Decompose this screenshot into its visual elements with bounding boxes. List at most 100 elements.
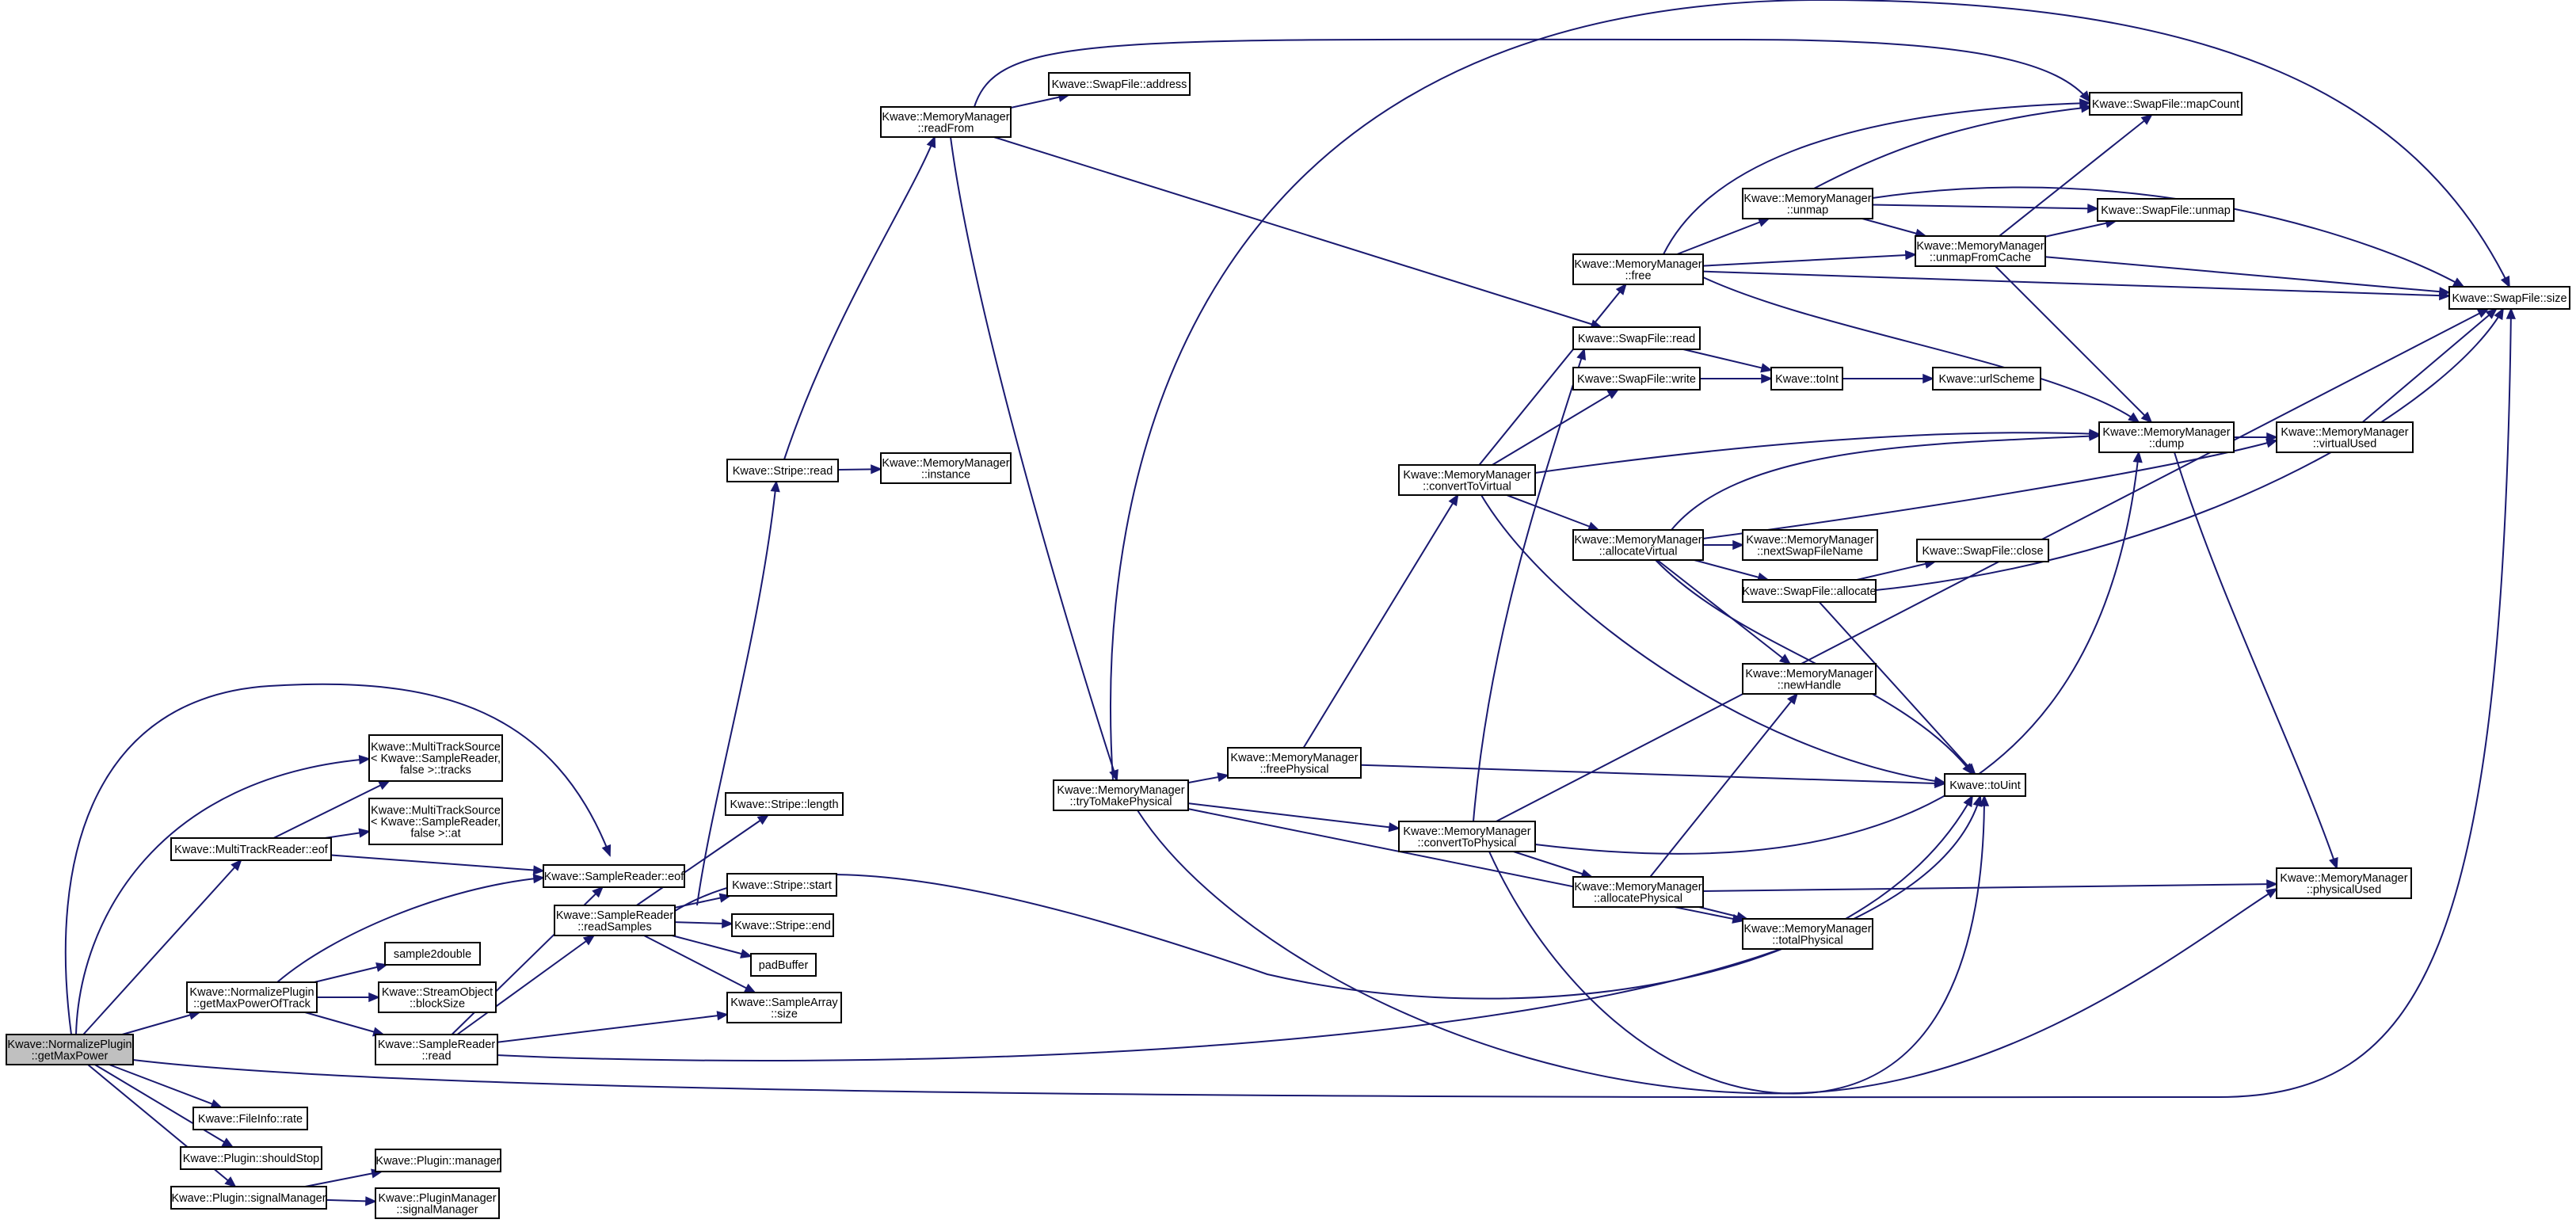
node-convertToVirtual[interactable]: Kwave::MemoryManager::convertToVirtual xyxy=(1398,464,1536,496)
node-label: Kwave::SwapFile::read xyxy=(1578,333,1695,345)
node-box xyxy=(2097,198,2235,222)
node-toUint[interactable]: Kwave::toUint xyxy=(1944,773,2026,797)
node-getMaxPower[interactable]: Kwave::NormalizePlugin::getMaxPower xyxy=(6,1034,134,1065)
node-label: Kwave::MemoryManager xyxy=(2102,426,2230,439)
node-stripe-end[interactable]: Kwave::Stripe::end xyxy=(731,913,834,937)
edge-arrowhead xyxy=(221,1137,234,1149)
node-sf-close[interactable]: Kwave::SwapFile::close xyxy=(1916,539,2049,562)
node-shouldStop[interactable]: Kwave::Plugin::shouldStop xyxy=(180,1146,322,1170)
edge-arrowhead xyxy=(1922,373,1934,384)
node-box xyxy=(6,1034,134,1065)
node-box xyxy=(543,864,685,888)
edge-arrowhead xyxy=(1934,776,1946,787)
node-sf-unmap[interactable]: Kwave::SwapFile::unmap xyxy=(2097,198,2235,222)
node-padBuffer[interactable]: padBuffer xyxy=(750,953,817,977)
node-getMaxPowerOfTrack[interactable]: Kwave::NormalizePlugin::getMaxPowerOfTra… xyxy=(186,981,318,1013)
node-stripe-start[interactable]: Kwave::Stripe::start xyxy=(726,873,837,897)
node-rate[interactable]: Kwave::FileInfo::rate xyxy=(192,1107,308,1130)
node-label: ::convertToVirtual xyxy=(1423,480,1511,493)
edge-arrowhead xyxy=(2128,412,2140,424)
call-edge xyxy=(1872,204,2098,210)
node-mm-free[interactable]: Kwave::MemoryManager::free xyxy=(1572,253,1704,285)
edge-arrowhead xyxy=(1388,822,1400,833)
node-freePhysical[interactable]: Kwave::MemoryManager::freePhysical xyxy=(1227,747,1362,779)
node-box xyxy=(375,1034,498,1065)
node-sf-address[interactable]: Kwave::SwapFile::address xyxy=(1048,72,1191,96)
call-edge xyxy=(64,683,611,1035)
edge-arrowhead xyxy=(1786,692,1798,705)
call-edge xyxy=(783,136,936,460)
node-sf-size[interactable]: Kwave::SwapFile::size xyxy=(2448,286,2570,310)
node-urlScheme[interactable]: Kwave::urlScheme xyxy=(1932,367,2041,391)
edge-arrowhead xyxy=(2140,113,2153,125)
node-label: Kwave::MultiTrackSource xyxy=(371,805,501,817)
node-newHandle[interactable]: Kwave::MemoryManager::newHandle xyxy=(1742,663,1877,695)
node-label: Kwave::SwapFile::address xyxy=(1052,78,1187,91)
node-readFrom[interactable]: Kwave::MemoryManager::readFrom xyxy=(880,106,1012,138)
node-sr-eof[interactable]: Kwave::SampleReader::eof xyxy=(543,864,685,888)
call-edge xyxy=(696,481,777,906)
call-edge xyxy=(1702,883,2277,892)
node-sa-size[interactable]: Kwave::SampleArray::size xyxy=(726,992,842,1023)
call-edge xyxy=(1818,601,1976,775)
call-edge xyxy=(2044,220,2117,238)
node-sf-write[interactable]: Kwave::SwapFile::write xyxy=(1572,367,1701,391)
edges-layer xyxy=(64,0,2516,1206)
call-edge xyxy=(2044,256,2450,294)
node-mm-unmap[interactable]: Kwave::MemoryManager::unmap xyxy=(1742,188,1873,219)
node-sf-read[interactable]: Kwave::SwapFile::read xyxy=(1572,326,1701,350)
node-label: ::tryToMakePhysical xyxy=(1070,795,1172,808)
node-sample2double[interactable]: sample2double xyxy=(384,942,481,966)
call-edge xyxy=(1694,559,1769,581)
call-edge xyxy=(1534,432,2100,474)
node-readSamples[interactable]: Kwave::SampleReader::readSamples xyxy=(554,905,676,936)
node-signalManager[interactable]: Kwave::Plugin::signalManager xyxy=(170,1186,327,1210)
node-manager[interactable]: Kwave::Plugin::manager xyxy=(375,1149,501,1172)
node-label: < Kwave::SampleReader, xyxy=(371,816,501,829)
node-label: Kwave::StreamObject xyxy=(382,986,493,999)
node-virtualUsed[interactable]: Kwave::MemoryManager::virtualUsed xyxy=(2276,421,2414,453)
node-sf-allocate[interactable]: Kwave::SwapFile::allocate xyxy=(1742,579,1877,603)
node-box xyxy=(880,106,1012,138)
node-toInt[interactable]: Kwave::toInt xyxy=(1770,367,1843,391)
node-mm-dump[interactable]: Kwave::MemoryManager::dump xyxy=(2098,421,2235,453)
node-label: Kwave::MemoryManager xyxy=(1743,192,1871,205)
node-box xyxy=(1932,367,2041,391)
node-label: Kwave::MemoryManager xyxy=(1743,923,1871,935)
call-edge xyxy=(1656,559,1791,665)
node-label: ::nextSwapFileName xyxy=(1757,545,1863,558)
call-edge xyxy=(674,795,1973,1000)
node-allocatePhysical[interactable]: Kwave::MemoryManager::allocatePhysical xyxy=(1572,876,1704,908)
call-edge xyxy=(75,758,370,1035)
node-sf-mapCount[interactable]: Kwave::SwapFile::mapCount xyxy=(2089,92,2243,116)
node-box xyxy=(1398,464,1536,496)
node-label: ::read xyxy=(421,1050,451,1062)
node-label: ::allocatePhysical xyxy=(1594,892,1682,905)
edge-arrowhead xyxy=(365,1196,377,1206)
node-tracks[interactable]: Kwave::MultiTrackSource< Kwave::SampleRe… xyxy=(368,734,503,782)
node-sr-read[interactable]: Kwave::SampleReader::read xyxy=(375,1034,498,1065)
node-convertToPhysical[interactable]: Kwave::MemoryManager::convertToPhysical xyxy=(1398,821,1536,852)
node-stripe-length[interactable]: Kwave::Stripe::length xyxy=(725,792,844,816)
node-tryToMakePhysical[interactable]: Kwave::MemoryManager::tryToMakePhysical xyxy=(1053,779,1189,811)
node-label: Kwave::MemoryManager xyxy=(2281,426,2408,439)
node-pm-signalManager[interactable]: Kwave::PluginManager::signalManager xyxy=(375,1187,500,1219)
node-box xyxy=(1053,779,1189,811)
node-stripe-read[interactable]: Kwave::Stripe::read xyxy=(726,459,839,482)
call-edge xyxy=(1110,0,2510,781)
node-blockSize[interactable]: Kwave::StreamObject::blockSize xyxy=(378,981,497,1013)
edge-arrowhead xyxy=(2266,879,2278,890)
edge-arrowhead xyxy=(2080,103,2093,113)
node-label: Kwave::MemoryManager xyxy=(1574,534,1701,547)
node-label: ::newHandle xyxy=(1778,679,1842,692)
node-allocateVirtual[interactable]: Kwave::MemoryManager::allocateVirtual xyxy=(1572,529,1704,561)
node-nextSwapFileName[interactable]: Kwave::MemoryManager::nextSwapFileName xyxy=(1742,529,1878,561)
node-unmapFromCache[interactable]: Kwave::MemoryManager::unmapFromCache xyxy=(1915,235,2046,267)
node-at[interactable]: Kwave::MultiTrackSource< Kwave::SampleRe… xyxy=(368,798,503,845)
node-physicalUsed[interactable]: Kwave::MemoryManager::physicalUsed xyxy=(2276,867,2412,899)
node-mtr-eof[interactable]: Kwave::MultiTrackReader::eof xyxy=(170,837,332,861)
node-totalPhysical[interactable]: Kwave::MemoryManager::totalPhysical xyxy=(1742,918,1873,950)
node-instance[interactable]: Kwave::MemoryManager::instance xyxy=(880,452,1012,484)
node-box xyxy=(1916,539,2049,562)
node-label: Kwave::MemoryManager xyxy=(1745,668,1873,680)
